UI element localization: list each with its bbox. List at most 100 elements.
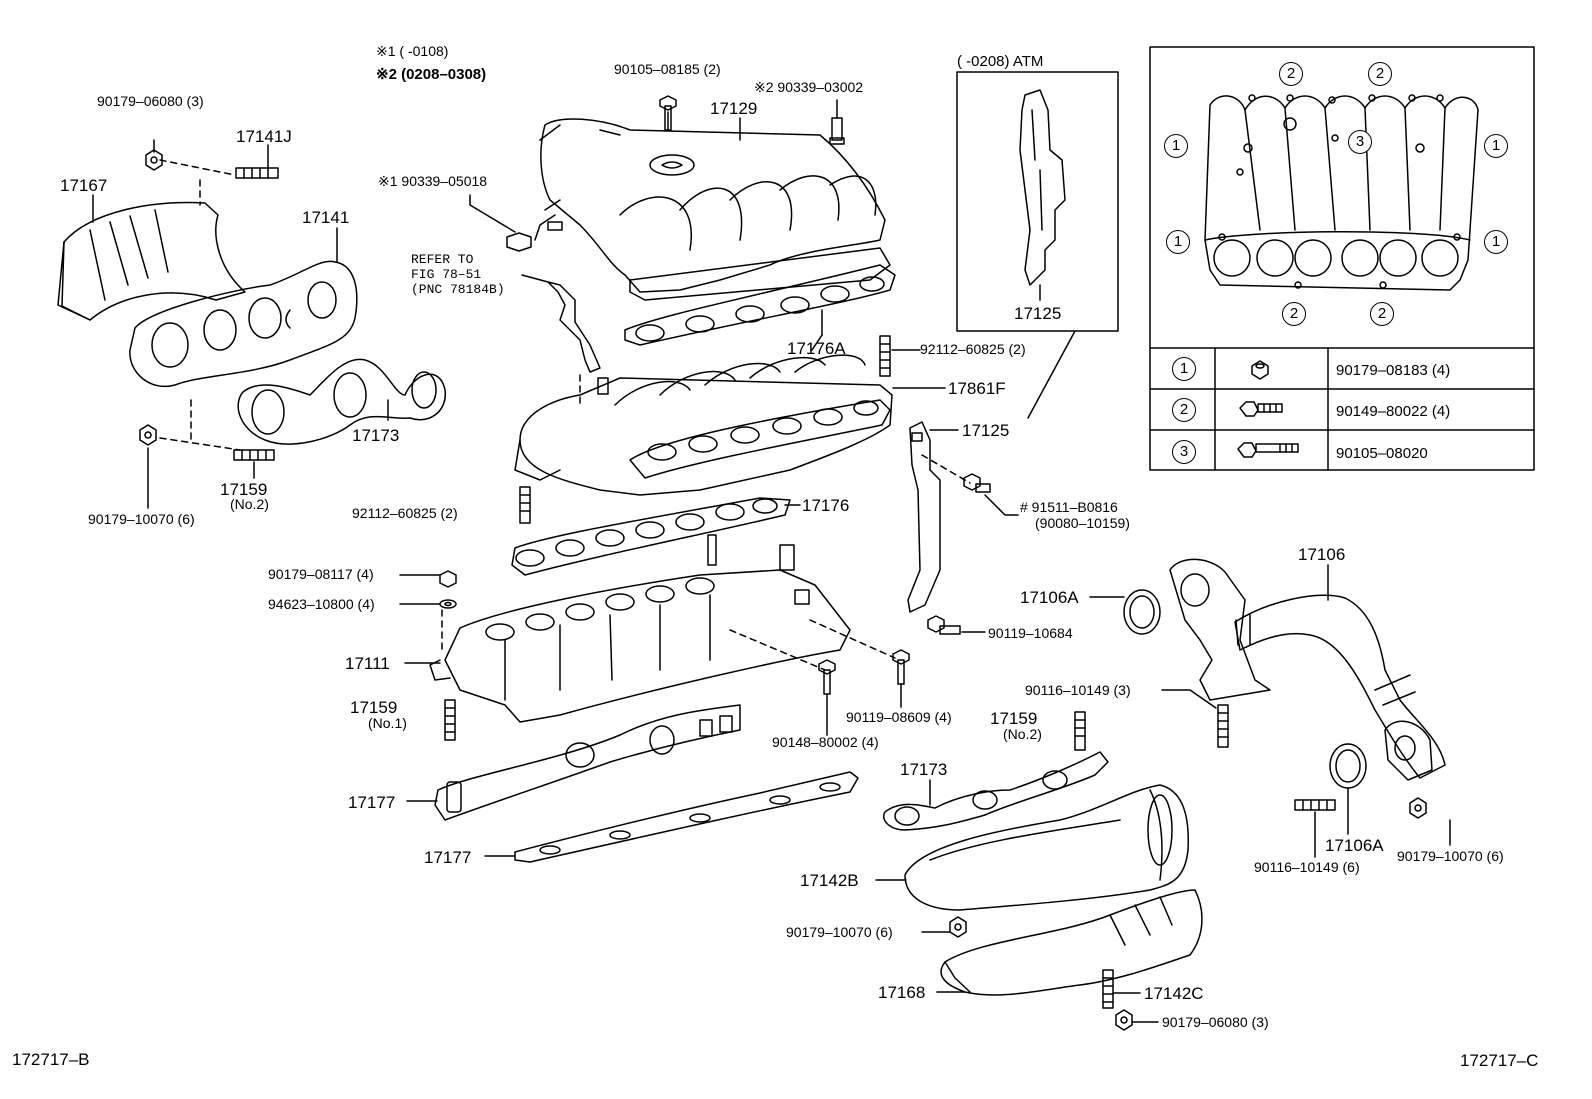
heat-insulator-17168 <box>940 889 1203 996</box>
figure-code-right: 172717–C <box>1460 1051 1539 1070</box>
table-row-3-marker: 3 <box>1172 440 1196 464</box>
heat-insulator-17167 <box>57 201 246 321</box>
label-17176: 17176 <box>802 496 850 515</box>
label-94623: 94623–10800 (4) <box>268 596 375 612</box>
leader <box>1161 689 1217 709</box>
label-17173-right: 17173 <box>900 760 948 779</box>
gasket-17173-left <box>237 358 446 445</box>
label-17159-no2-right-sub: (No.2) <box>1003 726 1042 742</box>
label-17173-left: 17173 <box>352 426 400 445</box>
label-90179-10070-left: 90179–10070 (6) <box>88 511 195 527</box>
label-17177-b: 17177 <box>424 848 472 867</box>
label-17159-no1-sub: (No.1) <box>368 715 407 731</box>
note-2: ※2 (0208–0308) <box>376 66 487 83</box>
leader <box>469 194 516 233</box>
inset-marker-1: 1 <box>1166 230 1190 254</box>
label-17159-no1: 17159 <box>350 698 398 717</box>
exhaust-manifold-17142B <box>904 784 1189 911</box>
label-90116-a: 90116–10149 (3) <box>1025 682 1131 698</box>
label-17141: 17141 <box>302 208 350 227</box>
label-90179-10070-right: 90179–10070 (6) <box>1397 848 1504 864</box>
label-17125: 17125 <box>962 421 1010 440</box>
inset-marker-3: 3 <box>1348 130 1372 154</box>
inset-marker-2: 2 <box>1282 302 1306 326</box>
bolt-91511 <box>963 473 991 493</box>
label-refer-1: REFER TO <box>411 252 474 267</box>
bolt-90119-08609 <box>892 649 910 685</box>
bolt-long-icon <box>1237 442 1299 458</box>
label-refer-3: (PNC 78184B) <box>411 282 505 297</box>
note-1: ※1 ( -0108) <box>376 43 449 59</box>
label-17861F: 17861F <box>948 379 1006 398</box>
stud-90116-a <box>1217 704 1229 748</box>
inset-marker-1: 1 <box>1484 230 1508 254</box>
gasket-17176 <box>511 497 791 576</box>
plug-90339-05018 <box>506 232 532 252</box>
label-90148-80002: 90148–80002 (4) <box>772 734 879 750</box>
nut-90179-08117 <box>439 570 457 588</box>
leader <box>811 334 823 351</box>
label-17159-no2-right: 17159 <box>990 709 1038 728</box>
gasket-17177-b <box>514 771 859 863</box>
label-92112-top: 92112–60825 (2) <box>920 341 1026 357</box>
label-90179-06080-top: 90179–06080 (3) <box>97 93 204 109</box>
figure-code-left: 172717–B <box>12 1050 90 1069</box>
label-17142B: 17142B <box>800 871 859 890</box>
leader-dashed <box>921 454 971 484</box>
label-90339-03002: ※2 90339–03002 <box>754 79 864 95</box>
leader-dashed <box>159 159 236 176</box>
plug-90339-03002 <box>829 117 845 145</box>
leader-dashed <box>809 619 896 659</box>
bracket-17125 <box>907 421 941 613</box>
inset-manifold-outline <box>1204 94 1479 291</box>
intake-plenum-17129 <box>534 118 891 301</box>
label-17111: 17111 <box>345 654 390 673</box>
label-90179-06080-bot: 90179–06080 (3) <box>1162 1014 1269 1030</box>
table-row-1-marker: 1 <box>1172 357 1196 381</box>
table-row-2-part: 90149–80022 (4) <box>1336 403 1451 420</box>
exhaust-manifold-17141 <box>129 260 358 388</box>
label-90119-08609: 90119–08609 (4) <box>846 709 952 725</box>
label-atm: ( -0208) ATM <box>957 53 1044 70</box>
stud-92112-left <box>519 486 531 524</box>
stud-17141J <box>235 167 279 179</box>
leader-dashed <box>159 437 241 451</box>
leader <box>521 274 549 283</box>
nut-90179-06080-bot <box>1115 1009 1133 1031</box>
nut-icon <box>1251 360 1269 380</box>
bolt-90148-80002 <box>818 659 836 695</box>
stud-17159-no1 <box>444 699 456 741</box>
label-92112-left: 92112–60825 (2) <box>352 505 458 521</box>
label-17106A-bot: 17106A <box>1325 836 1384 855</box>
inset-marker-1: 1 <box>1484 134 1508 158</box>
label-17106A-top: 17106A <box>1020 588 1079 607</box>
label-17176A: 17176A <box>787 339 846 358</box>
label-17129: 17129 <box>710 99 758 118</box>
inset-marker-2: 2 <box>1279 62 1303 86</box>
label-17168: 17168 <box>878 983 926 1002</box>
bolt-90105-08185 <box>659 95 677 131</box>
label-refer-2: FIG 78–51 <box>411 267 482 282</box>
label-90105-08185: 90105–08185 (2) <box>614 61 721 77</box>
inset-marker-2: 2 <box>1368 62 1392 86</box>
label-90116-b: 90116–10149 (6) <box>1254 859 1360 875</box>
label-17106: 17106 <box>1298 545 1346 564</box>
label-17141J: 17141J <box>236 127 292 146</box>
bolt-90119-10684 <box>927 615 961 635</box>
inset-marker-1: 1 <box>1164 134 1188 158</box>
nut-90179-10070-right <box>1409 797 1427 819</box>
leader <box>984 494 1019 516</box>
bracket-refer-fig78-51 <box>547 281 601 373</box>
label-91511: # 91511–B0816 <box>1020 499 1118 515</box>
label-17159-no2-left-sub: (No.2) <box>230 496 269 512</box>
label-17159-no2-left: 17159 <box>220 480 268 499</box>
exhaust-pipe-17106 <box>1169 558 1446 781</box>
label-90179-10070-mid: 90179–10070 (6) <box>786 924 893 940</box>
stud-92112-top <box>879 335 891 377</box>
table-row-3-part: 90105–08020 <box>1336 445 1428 462</box>
label-17125-box: 17125 <box>1014 304 1062 323</box>
inset-marker-2: 2 <box>1370 302 1394 326</box>
label-17177-a: 17177 <box>348 793 396 812</box>
gasket-17176A <box>624 264 896 346</box>
